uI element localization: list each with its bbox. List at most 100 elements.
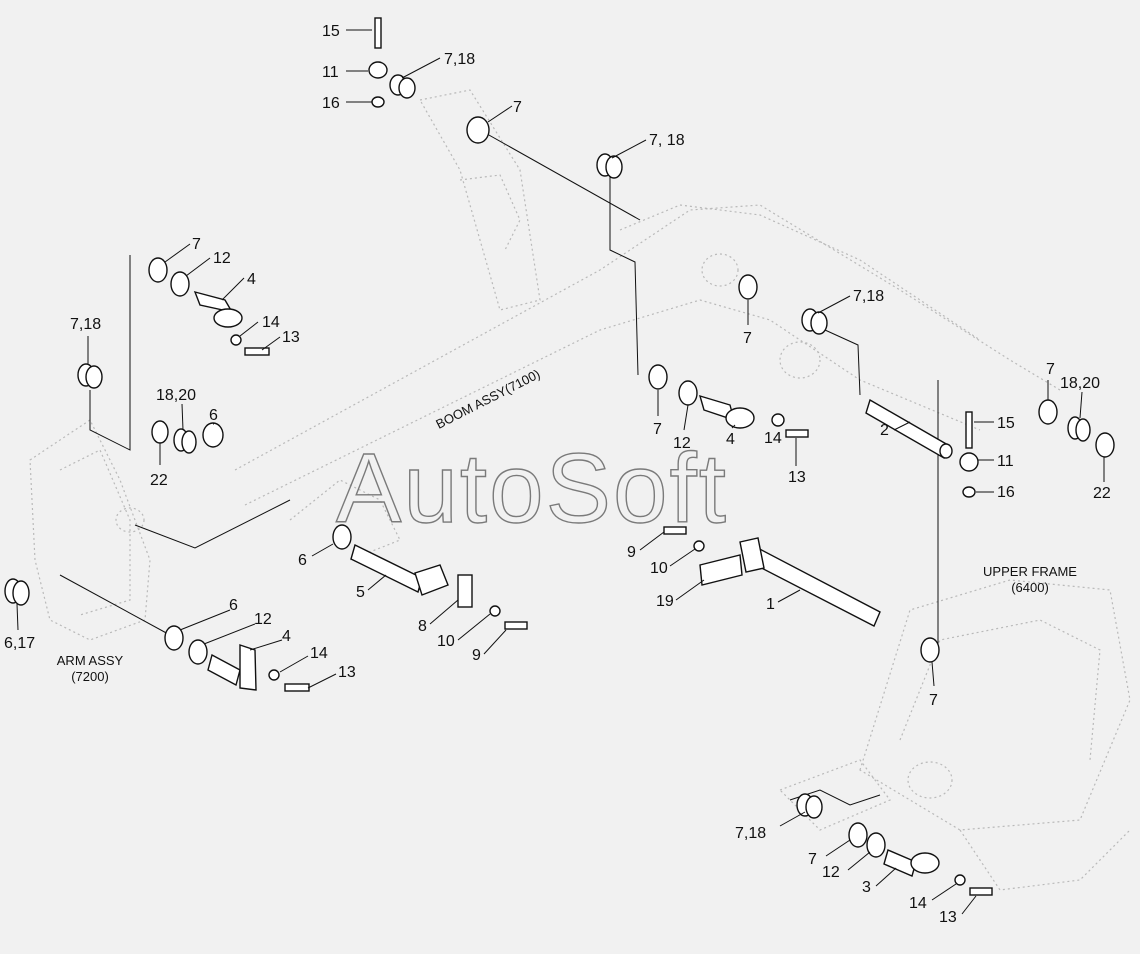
callout-c28: 16 — [997, 484, 1015, 501]
upper-frame-label-line1: UPPER FRAME — [983, 564, 1077, 579]
leader-4-upper-left — [221, 277, 245, 301]
callout-c38: 1 — [766, 596, 775, 613]
callout-c21: 14 — [764, 430, 782, 447]
leader-6-lower — [179, 609, 231, 631]
leader-14-upper-left — [239, 321, 259, 337]
callout-c44: 13 — [338, 664, 356, 681]
callout-c10: 14 — [262, 314, 280, 331]
shim-6-lower — [164, 625, 184, 651]
shim-18-20-right-b — [1075, 418, 1091, 442]
bolt-13-upper-left — [244, 347, 270, 356]
ghost-bracket — [778, 759, 891, 831]
leader-7-18-mid — [611, 139, 647, 159]
ghost-boom-lower — [244, 299, 981, 506]
leader-14-lower — [279, 655, 309, 673]
shim-6-center — [332, 524, 352, 550]
leader-1 — [777, 589, 801, 603]
washer-14-lower — [268, 669, 280, 681]
callout-c32: 8 — [418, 618, 427, 635]
plate-4-mid — [725, 407, 755, 429]
plate-4-lower — [239, 644, 257, 691]
leader-13-bottom — [961, 895, 977, 915]
callout-c22: 13 — [788, 469, 806, 486]
shim-7-18-top-b — [398, 77, 416, 99]
nut-16-right — [962, 486, 976, 498]
callout-c16: 7 — [743, 330, 752, 347]
leader-12-mid — [683, 404, 689, 431]
callout-c17: 7,18 — [853, 288, 884, 305]
watermark: AutoSoft — [336, 433, 728, 543]
callout-c2: 11 — [322, 64, 339, 81]
ghost-structure — [29, 89, 1131, 891]
leader-6-center — [311, 543, 334, 557]
bushing-11-top — [368, 61, 388, 79]
callout-c49: 3 — [862, 879, 871, 896]
shim-7-18-mid-b — [605, 155, 623, 179]
shim-6-17-b — [12, 580, 30, 606]
chain-left-arm — [89, 255, 131, 451]
callout-c4: 7,18 — [444, 51, 475, 68]
shim-7-far-right — [1038, 399, 1058, 425]
ghost-boss-mid — [701, 253, 739, 287]
pin-2-end — [939, 443, 953, 459]
pin-2 — [865, 398, 949, 460]
chain-top — [479, 129, 641, 221]
leader-19 — [675, 579, 705, 601]
callout-c51: 13 — [939, 909, 957, 926]
callout-c20: 4 — [726, 431, 735, 448]
upper-frame-label-line2: (6400) — [1011, 580, 1049, 595]
leader-lines — [16, 29, 1105, 915]
ghost-boss-left — [115, 507, 145, 533]
shim-7-mid — [648, 364, 668, 390]
shim-6-left — [202, 422, 224, 448]
leader-5 — [367, 574, 387, 591]
pin-5-plate — [414, 564, 449, 596]
parts — [4, 17, 1115, 896]
callout-c45: 7 — [929, 692, 938, 709]
bolt-13-mid — [785, 429, 809, 438]
leader-6-17 — [16, 603, 19, 631]
leader-9-right — [639, 531, 665, 551]
leader-7-frame — [931, 661, 935, 687]
chain-mid-vertical — [609, 165, 639, 376]
leader-10-right — [669, 548, 696, 567]
pin-4-lower — [207, 653, 241, 687]
shim-22-left — [151, 420, 169, 444]
callout-c15: 22 — [150, 472, 168, 489]
shim-7-18-bottom-b — [805, 795, 823, 819]
callout-c1: 15 — [322, 23, 340, 40]
pin-1-head — [739, 537, 765, 573]
ghost-cylinder-rod — [459, 174, 521, 251]
bolt-9-center — [504, 621, 528, 630]
leader-18-20-left — [181, 403, 184, 431]
callout-c6: 7, 18 — [649, 132, 685, 149]
leader-7-18-bottom — [779, 811, 806, 827]
leader-7-18-top — [401, 57, 441, 79]
leader-14-bottom — [931, 883, 957, 901]
callout-c31: 5 — [356, 584, 365, 601]
callout-c47: 7 — [808, 851, 817, 868]
shim-7-frame — [920, 637, 940, 663]
washer-14-upper-left — [230, 334, 242, 346]
callout-c33: 10 — [437, 633, 455, 650]
callout-c46: 7,18 — [735, 825, 766, 842]
pin-3 — [883, 849, 917, 877]
leader-2 — [893, 421, 911, 431]
chain-arm-to-pin — [134, 499, 291, 549]
callout-c8: 12 — [213, 250, 231, 267]
callout-c35: 9 — [627, 544, 636, 561]
bolt-13-bottom — [969, 887, 993, 896]
callout-c18: 7 — [653, 421, 662, 438]
plate-8 — [457, 574, 473, 608]
callout-c27: 11 — [997, 453, 1014, 470]
leader-8 — [429, 599, 459, 625]
ghost-boss-frame — [907, 761, 953, 799]
ghost-arm — [29, 419, 151, 641]
callout-c11: 13 — [282, 329, 300, 346]
callout-c14: 6 — [209, 407, 218, 424]
shim-7-right-upper — [738, 274, 758, 300]
ghost-boss-right — [779, 341, 821, 379]
pin-1 — [745, 544, 881, 627]
leader-9-center — [483, 629, 507, 655]
